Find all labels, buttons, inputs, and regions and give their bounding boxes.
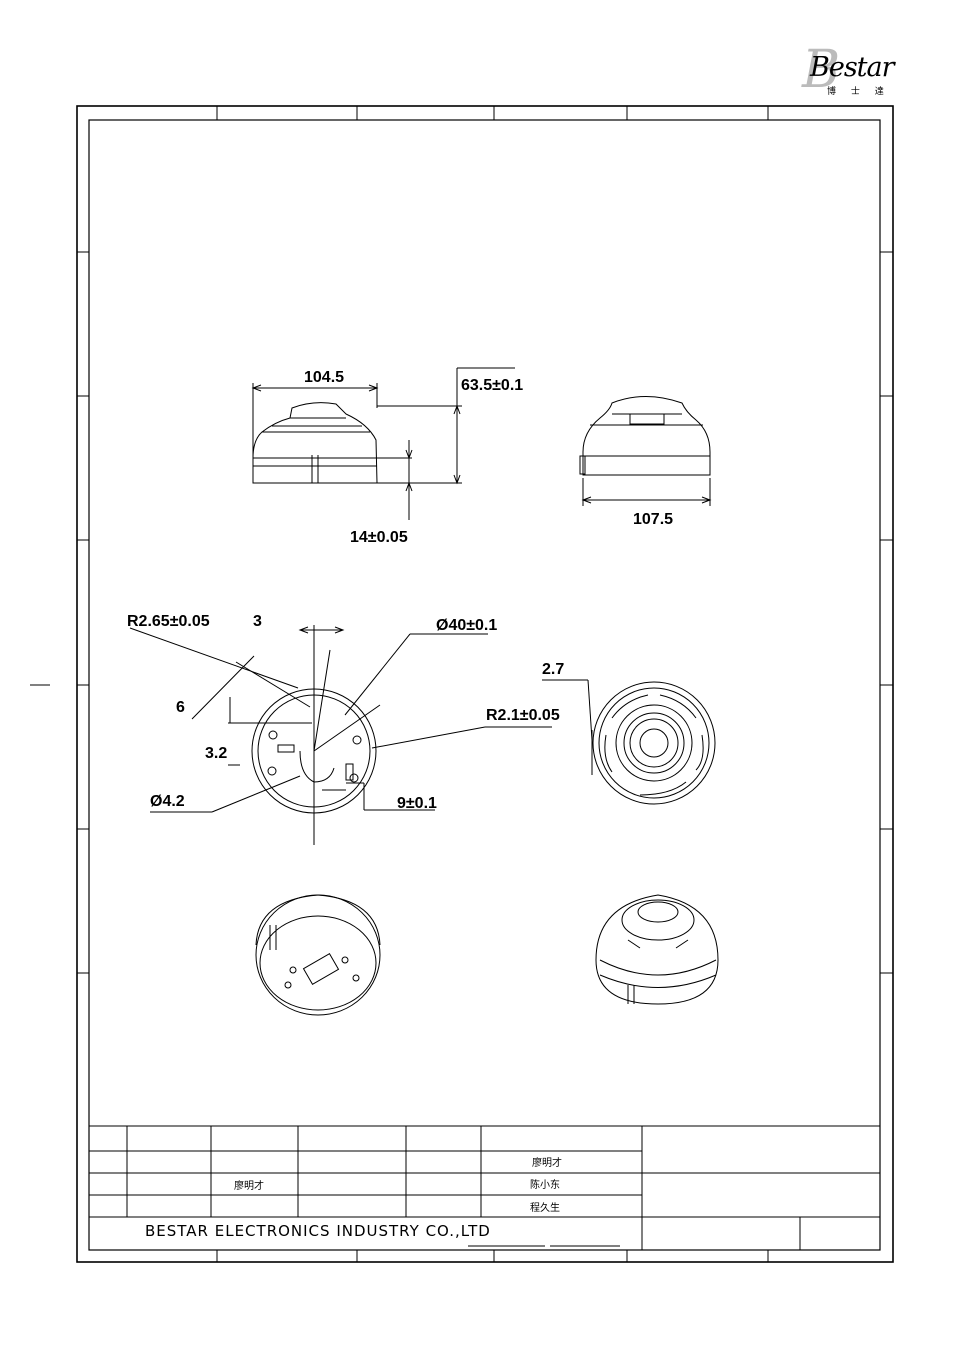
dim-radius2: R2.1±0.05 xyxy=(486,707,560,724)
side-view-2 xyxy=(579,396,712,506)
dim-side-width: 104.5 xyxy=(304,369,344,386)
outer-frame xyxy=(76,105,894,1263)
dim-width2: 107.5 xyxy=(633,511,673,528)
dim-height: 63.5±0.1 xyxy=(461,377,523,394)
tb-approved-by: 程久生 xyxy=(530,1201,560,1214)
title-block xyxy=(89,1125,880,1250)
logo-mark-icon: B xyxy=(802,40,841,100)
tb-row1-name: 廖明才 xyxy=(532,1156,562,1169)
inner-frame xyxy=(88,119,881,1251)
company-name: BESTAR ELECTRONICS INDUSTRY CO.,LTD xyxy=(145,1222,491,1240)
top-view xyxy=(542,679,716,805)
tb-checked-by: 陈小东 xyxy=(530,1178,560,1191)
bottom-perspective xyxy=(255,894,381,1016)
logo-chinese: 博 士 達 xyxy=(827,87,890,97)
dim-spacing: 9±0.1 xyxy=(397,795,437,812)
bottom-view xyxy=(129,625,552,845)
dim-offset: 3.2 xyxy=(205,745,227,762)
dim-hole: Ø4.2 xyxy=(150,793,185,810)
dim-pcd: Ø40±0.1 xyxy=(436,617,497,634)
dim-base-height: 14±0.05 xyxy=(350,529,408,546)
dim-radius-slot: R2.65±0.05 xyxy=(127,613,210,630)
bestar-logo: B Bestar 博 士 達 xyxy=(800,40,900,100)
logo-word: Bestar xyxy=(810,52,895,83)
dim-slot-len: 6 xyxy=(176,699,185,716)
dimension-labels: 104.5 63.5±0.1 14±0.05 107.5 R2.65±0.05 … xyxy=(127,369,673,812)
dim-lip: 2.7 xyxy=(542,661,564,678)
zone-ticks xyxy=(30,106,893,1262)
tb-drawn-by: 廖明才 xyxy=(234,1179,264,1192)
dim-slot-width: 3 xyxy=(253,613,262,630)
top-perspective xyxy=(595,894,719,1005)
side-view xyxy=(251,367,515,520)
